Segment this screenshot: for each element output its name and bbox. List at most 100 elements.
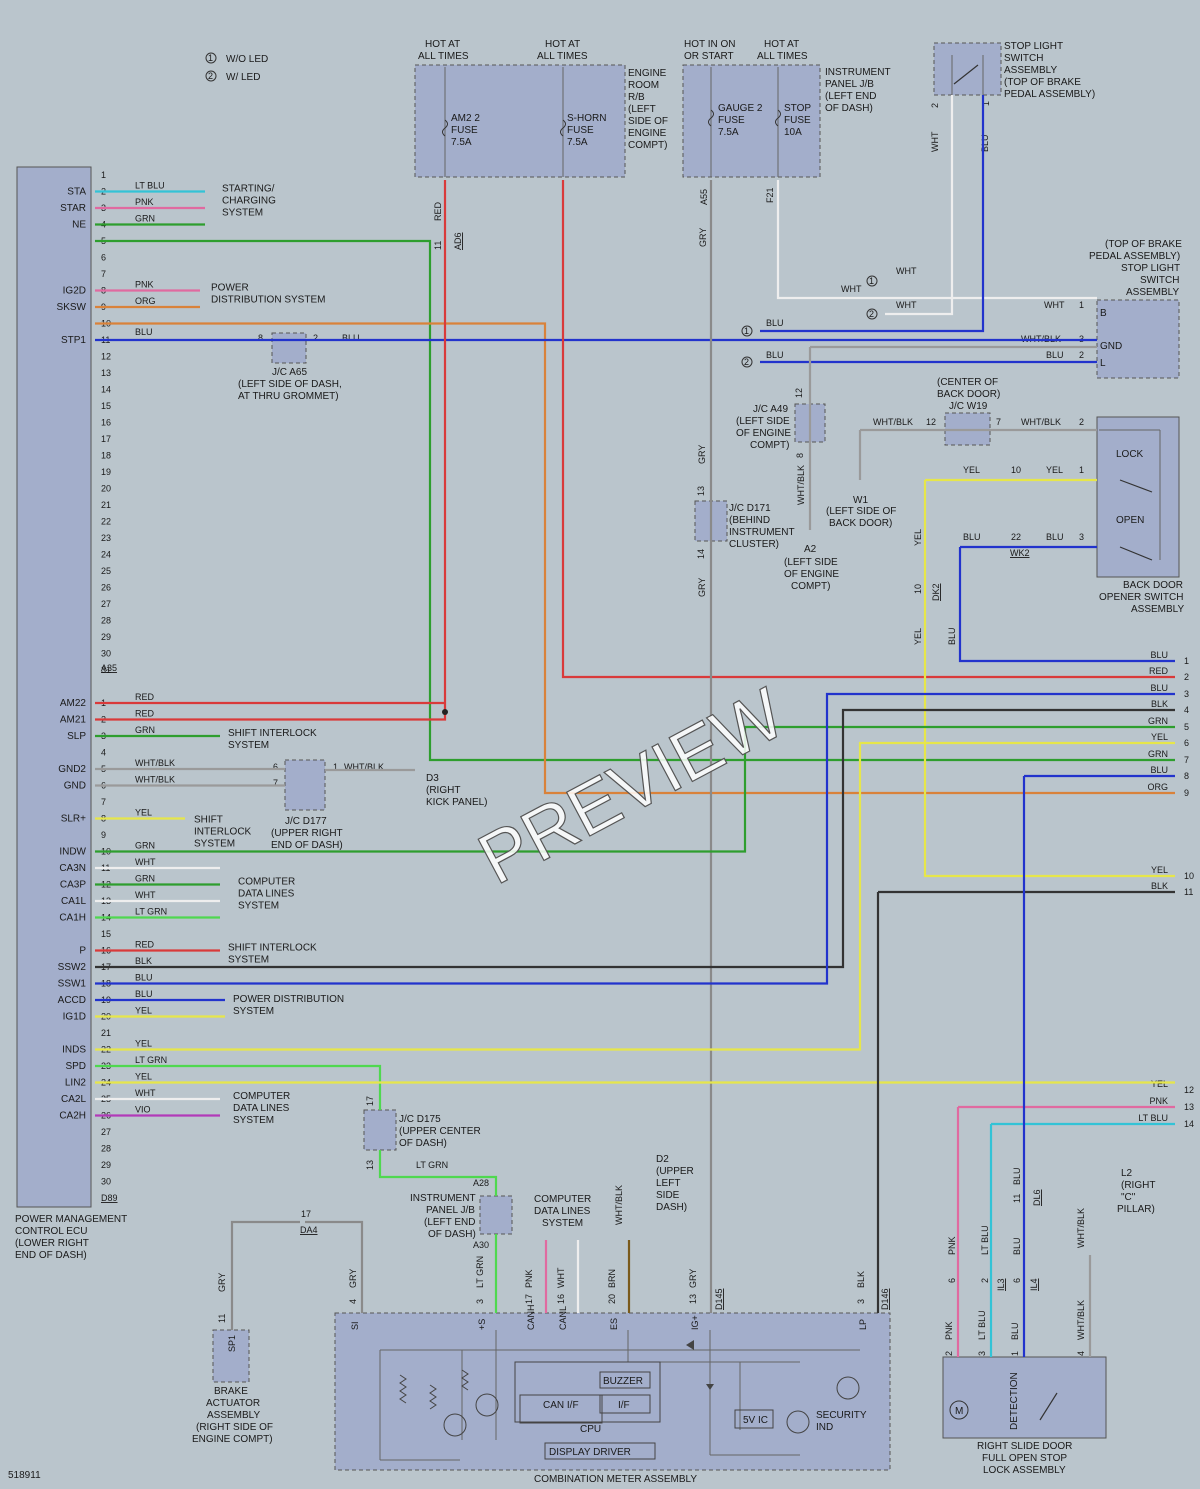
brake-actuator-label: BRAKE ACTUATOR ASSEMBLY (RIGHT SIDE OF E…: [192, 1386, 273, 1445]
wire-label: WHT/BLK: [135, 775, 175, 785]
svg-text:(RIGHT: (RIGHT: [426, 785, 460, 796]
svg-text:FUSE: FUSE: [451, 125, 478, 136]
svg-text:7.5A: 7.5A: [451, 137, 472, 148]
svg-text:D145: D145: [714, 1288, 724, 1310]
right-harness-bus: BLU1RED2BLU3BLK4GRN5YEL6GRN7BLU8ORG9YEL1…: [1138, 650, 1194, 1129]
svg-text:8: 8: [258, 333, 263, 343]
bus-color-5: GRN: [1148, 716, 1168, 726]
svg-text:WHT/BLK: WHT/BLK: [614, 1185, 624, 1225]
wire-label: LT GRN: [135, 907, 167, 917]
svg-text:22: 22: [1011, 532, 1021, 542]
ecu-terminal-indw: INDW: [59, 847, 86, 858]
svg-text:(LEFT END: (LEFT END: [424, 1217, 476, 1228]
dest-shift2: SYSTEM: [228, 955, 269, 966]
ecu-pin-a-25: 25: [101, 566, 111, 576]
dest-cdl1: COMPUTER: [238, 877, 295, 888]
wire-label: WHT: [135, 1088, 156, 1098]
meter-term-canl: CANL: [558, 1306, 568, 1330]
svg-text:11: 11: [433, 241, 443, 250]
bus-color-1: BLU: [1150, 650, 1168, 660]
ecu-pin-d-4: 4: [101, 748, 106, 758]
wire-labels: LT BLUPNKGRNPNKORGBLUREDREDREDGRNWHT/BLK…: [135, 181, 443, 1127]
ecu-terminal-accd: ACCD: [58, 995, 86, 1006]
svg-text:SWITCH: SWITCH: [1004, 53, 1043, 64]
svg-text:BLU: BLU: [1012, 1237, 1022, 1255]
svg-text:PANEL J/B: PANEL J/B: [426, 1205, 475, 1216]
svg-text:11: 11: [217, 1314, 227, 1323]
wire-label: BLK: [135, 956, 152, 966]
svg-text:ACTUATOR: ACTUATOR: [206, 1398, 260, 1409]
wire-label: PNK: [135, 197, 154, 207]
ecu-terminal-am22: AM22: [60, 698, 87, 709]
ecu-pin-d-27: 27: [101, 1127, 111, 1137]
svg-text:STOP: STOP: [784, 103, 811, 114]
meter-pin-pluss: 3: [475, 1299, 485, 1304]
dest-power_dist2: SYSTEM: [233, 1006, 274, 1017]
bus-color-2: RED: [1149, 666, 1169, 676]
ecu-terminal-slp: SLP: [67, 731, 86, 742]
meter-wire-es: BRN: [607, 1269, 617, 1288]
motor-icon: [949, 1400, 969, 1420]
ground-a2: A2 (LEFT SIDE OF ENGINE COMPT): [784, 544, 839, 592]
svg-text:WHT/BLK: WHT/BLK: [1021, 417, 1061, 427]
svg-text:2: 2: [1079, 350, 1084, 360]
wire-label: WHT: [135, 857, 156, 867]
ground-w1: W1 (LEFT SIDE OF BACK DOOR): [826, 495, 896, 529]
svg-text:A28: A28: [473, 1178, 489, 1188]
brake-actuator-connector: [212, 1329, 250, 1383]
svg-text:DATA LINES: DATA LINES: [534, 1206, 591, 1217]
wire-label: BLU: [135, 327, 153, 337]
meter-wire-canh: PNK: [524, 1269, 534, 1288]
gauge-2-fuse: GAUGE 2 FUSE 7.5A: [708, 67, 763, 177]
bus-color-14: LT BLU: [1138, 1113, 1168, 1123]
jc-d175: [363, 1109, 397, 1151]
s-horn-fuse: S-HORN FUSE 7.5A: [560, 67, 606, 177]
wire-shorn: [561, 180, 1175, 679]
svg-text:2: 2: [313, 333, 318, 343]
svg-text:7.5A: 7.5A: [718, 127, 739, 138]
dest-starting: SYSTEM: [222, 208, 263, 219]
svg-text:GAUGE 2: GAUGE 2: [718, 103, 763, 114]
svg-text:L2: L2: [1121, 1168, 1133, 1179]
svg-text:M: M: [955, 1406, 963, 1417]
svg-text:WHT: WHT: [896, 266, 917, 276]
svg-text:GRY: GRY: [697, 445, 707, 464]
slide-wire-3: LT BLU: [977, 1310, 987, 1340]
svg-text:D3: D3: [426, 773, 439, 784]
svg-text:2: 2: [869, 309, 874, 319]
slide-wire-4: WHT/BLK: [1076, 1300, 1086, 1340]
diagram-id: 518911: [8, 1470, 41, 1481]
ecu-terminal-sta: STA: [67, 187, 86, 198]
meter-cpu: CPU: [580, 1424, 601, 1435]
svg-text:WHT: WHT: [1044, 300, 1065, 310]
combination-meter-label: COMBINATION METER ASSEMBLY: [534, 1474, 697, 1485]
svg-text:B: B: [1100, 308, 1107, 319]
ecu-terminal-stp1: STP1: [61, 335, 86, 346]
svg-text:CLUSTER): CLUSTER): [729, 539, 779, 550]
svg-text:14: 14: [696, 549, 706, 559]
dest-starting: CHARGING: [222, 196, 276, 207]
dest-starting: STARTING/: [222, 184, 275, 195]
meter-can-if: CAN I/F: [543, 1400, 579, 1411]
svg-text:INSTRUMENT: INSTRUMENT: [410, 1193, 476, 1204]
svg-text:COMPT): COMPT): [791, 581, 830, 592]
svg-text:POWER MANAGEMENT: POWER MANAGEMENT: [15, 1214, 127, 1225]
back-door-opener-switch: [1096, 416, 1180, 578]
svg-text:YEL: YEL: [1046, 465, 1063, 475]
svg-text:WHT: WHT: [896, 300, 917, 310]
dest-power_dist: POWER: [211, 283, 249, 294]
stop-fuse: STOP FUSE 10A: [775, 67, 811, 177]
svg-text:J/C D177: J/C D177: [285, 816, 327, 827]
ecu-pin-a-30: 30: [101, 649, 111, 659]
ecu-terminal-ca3p: CA3P: [60, 880, 86, 891]
wire-ssw1: [95, 692, 1175, 985]
bus-num-9: 9: [1184, 788, 1189, 798]
meter-pin-es: 20: [607, 1294, 617, 1304]
svg-text:(RIGHT SIDE OF: (RIGHT SIDE OF: [196, 1422, 273, 1433]
svg-text:10A: 10A: [784, 127, 802, 138]
svg-text:FULL OPEN STOP: FULL OPEN STOP: [982, 1453, 1067, 1464]
svg-text:7: 7: [996, 417, 1001, 427]
svg-text:ASSEMBLY: ASSEMBLY: [1004, 65, 1057, 76]
ecu-pin-a-12: 12: [101, 352, 111, 362]
